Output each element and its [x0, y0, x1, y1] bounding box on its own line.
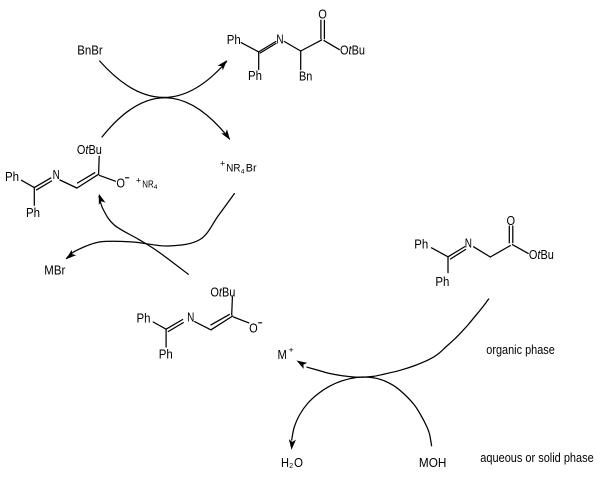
svg-text:+: + [220, 158, 225, 168]
svg-text:O: O [249, 322, 258, 336]
svg-text:+: + [289, 344, 294, 354]
svg-text:OtBu: OtBu [529, 248, 554, 262]
svg-text:Ph: Ph [137, 311, 151, 325]
svg-text:N: N [187, 310, 194, 324]
svg-text:Ph: Ph [227, 33, 241, 47]
svg-text:BnBr: BnBr [77, 43, 103, 57]
svg-text:OtBu: OtBu [77, 143, 102, 157]
svg-text:O: O [318, 8, 327, 22]
svg-text:N: N [53, 168, 60, 182]
svg-text:O: O [507, 214, 516, 228]
svg-text:Bn: Bn [299, 70, 312, 84]
svg-text:M: M [278, 348, 287, 362]
svg-text:Ph: Ph [414, 237, 428, 251]
svg-text:NR: NR [226, 162, 240, 174]
svg-text:MOH: MOH [419, 456, 447, 470]
svg-text:Ph: Ph [5, 170, 19, 184]
svg-text:O: O [116, 176, 125, 190]
svg-text:4: 4 [241, 169, 245, 176]
svg-text:OtBu: OtBu [210, 285, 235, 299]
svg-text:2: 2 [289, 463, 293, 470]
svg-text:N: N [276, 32, 283, 46]
svg-text:Ph: Ph [159, 348, 173, 362]
svg-text:N: N [465, 237, 472, 251]
svg-text:Ph: Ph [26, 206, 40, 220]
svg-text:Ph: Ph [248, 69, 262, 83]
svg-text:+: + [136, 175, 141, 185]
svg-text:O: O [294, 456, 303, 470]
svg-text:NR: NR [142, 178, 154, 190]
svg-text:4: 4 [154, 184, 158, 191]
svg-text:Ph: Ph [435, 275, 449, 289]
svg-text:aqueous or solid phase: aqueous or solid phase [480, 450, 593, 465]
svg-text:Br: Br [246, 162, 257, 174]
svg-text:MBr: MBr [44, 264, 65, 278]
svg-text:OtBu: OtBu [340, 44, 365, 58]
svg-text:H: H [281, 456, 289, 470]
svg-text:organic phase: organic phase [486, 342, 555, 357]
